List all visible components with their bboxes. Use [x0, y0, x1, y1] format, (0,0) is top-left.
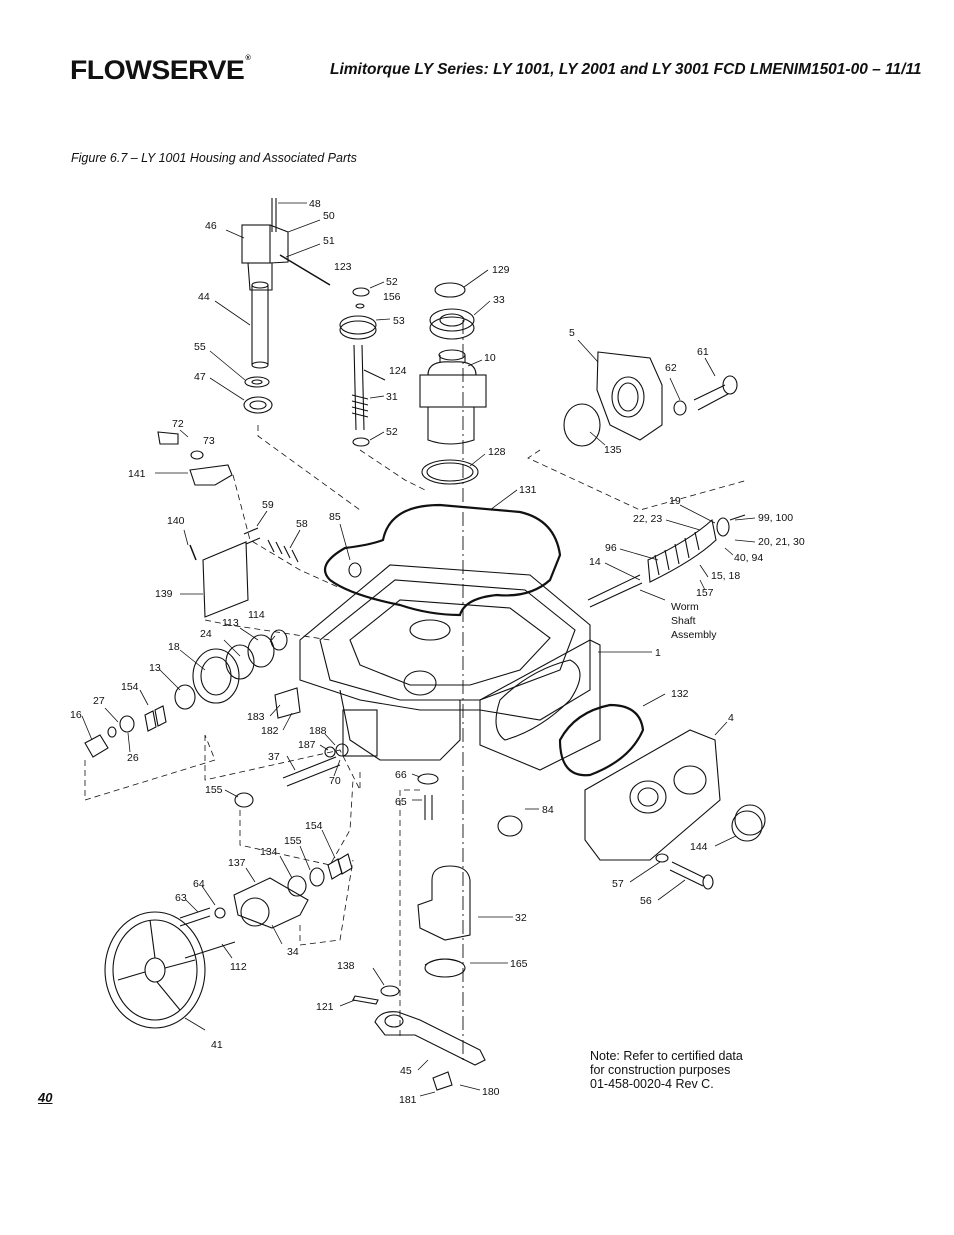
callout-64: 64 [193, 878, 205, 890]
part-46-latch-assembly [241, 198, 331, 291]
callout-57: 57 [612, 878, 624, 890]
callout-96: 96 [605, 542, 617, 554]
callout-155: 155 [205, 784, 223, 796]
callout-156: 156 [383, 291, 401, 303]
callout-22-23: 22, 23 [633, 513, 662, 525]
callout-assembly: Assembly [671, 629, 717, 641]
callout-53: 53 [393, 315, 405, 327]
callout-135: 135 [604, 444, 622, 456]
callout-1: 1 [655, 647, 661, 659]
callout-187: 187 [298, 739, 316, 751]
callout-52: 52 [386, 276, 398, 288]
callout-50: 50 [323, 210, 335, 222]
callout-139: 139 [155, 588, 173, 600]
callout-121: 121 [316, 1001, 334, 1013]
callout-65: 65 [395, 796, 407, 808]
callout-26: 26 [127, 752, 139, 764]
callout-144: 144 [690, 841, 708, 853]
callout-154: 154 [305, 820, 323, 832]
callout-62: 62 [665, 362, 677, 374]
callout-46: 46 [205, 220, 217, 232]
callout-58: 58 [296, 518, 308, 530]
callout-worm: Worm [671, 601, 699, 613]
callout-52: 52 [386, 426, 398, 438]
callout-61: 61 [697, 346, 709, 358]
note-line-2: for construction purposes [590, 1063, 731, 1077]
callout-181: 181 [399, 1094, 417, 1106]
callout-134: 134 [260, 846, 278, 858]
callout-138: 138 [337, 960, 355, 972]
callout-20-21-30: 20, 21, 30 [758, 536, 805, 548]
callout-182: 182 [261, 725, 279, 737]
callout-73: 73 [203, 435, 215, 447]
callout-141: 141 [128, 468, 146, 480]
callout-129: 129 [492, 264, 510, 276]
callout-40-94: 40, 94 [734, 552, 763, 564]
flowserve-logo: FLOWSERVE® [70, 55, 251, 85]
callout-32: 32 [515, 912, 527, 924]
note-line-3: 01-458-0020-4 Rev C. [590, 1077, 714, 1091]
callout-188: 188 [309, 725, 327, 737]
callout-5: 5 [569, 327, 575, 339]
callout-27: 27 [93, 695, 105, 707]
callout-180: 180 [482, 1086, 500, 1098]
callout-34: 34 [287, 946, 299, 958]
page-number: 40 [38, 1090, 53, 1105]
callout-132: 132 [671, 688, 689, 700]
callout-41: 41 [211, 1039, 223, 1051]
callout-16: 16 [70, 709, 82, 721]
callout-shaft: Shaft [671, 615, 696, 627]
part-1-housing [299, 564, 601, 771]
callout-59: 59 [262, 499, 274, 511]
callout-70: 70 [329, 775, 341, 787]
callout-4: 4 [728, 712, 734, 724]
callout-154: 154 [121, 681, 139, 693]
callout-37: 37 [268, 751, 280, 763]
callout-99-100: 99, 100 [758, 512, 793, 524]
callout-128: 128 [488, 446, 506, 458]
callout-47: 47 [194, 371, 206, 383]
callout-183: 183 [247, 711, 265, 723]
callout-48: 48 [309, 198, 321, 210]
callout-45: 45 [400, 1065, 412, 1077]
document-header-title: Limitorque LY Series: LY 1001, LY 2001 a… [330, 61, 922, 78]
callout-66: 66 [395, 769, 407, 781]
callout-84: 84 [542, 804, 554, 816]
callout-24: 24 [200, 628, 212, 640]
callout-19: 19 [669, 495, 681, 507]
callout-112: 112 [230, 961, 247, 973]
callout-14: 14 [589, 556, 601, 568]
callout-51: 51 [323, 235, 335, 247]
callout-131: 131 [519, 484, 537, 496]
callout-140: 140 [167, 515, 185, 527]
callout-85: 85 [329, 511, 341, 523]
callout-123: 123 [334, 261, 352, 273]
callout-31: 31 [386, 391, 398, 403]
callout-157: 157 [696, 587, 714, 599]
callout-113: 113 [222, 617, 239, 629]
callout-155: 155 [284, 835, 302, 847]
callout-56: 56 [640, 895, 652, 907]
part-callouts: 48 50 46 51 123 44 55 47 52 156 53 124 3… [70, 198, 805, 1106]
construction-note: Note: Refer to certified data for constr… [590, 1049, 743, 1091]
part-44-shaft [251, 281, 269, 369]
callout-165: 165 [510, 958, 528, 970]
callout-33: 33 [493, 294, 505, 306]
callout-72: 72 [172, 418, 184, 430]
callout-10: 10 [484, 352, 496, 364]
callout-124: 124 [389, 365, 407, 377]
callout-63: 63 [175, 892, 187, 904]
figure-caption: Figure 6.7 – LY 1001 Housing and Associa… [71, 151, 357, 165]
callout-18: 18 [168, 641, 180, 653]
callout-15-18: 15, 18 [711, 570, 740, 582]
note-line-1: Note: Refer to certified data [590, 1049, 743, 1063]
callout-44: 44 [198, 291, 210, 303]
callout-114: 114 [248, 609, 265, 621]
callout-13: 13 [149, 662, 161, 674]
callout-55: 55 [194, 341, 206, 353]
callout-137: 137 [228, 857, 246, 869]
